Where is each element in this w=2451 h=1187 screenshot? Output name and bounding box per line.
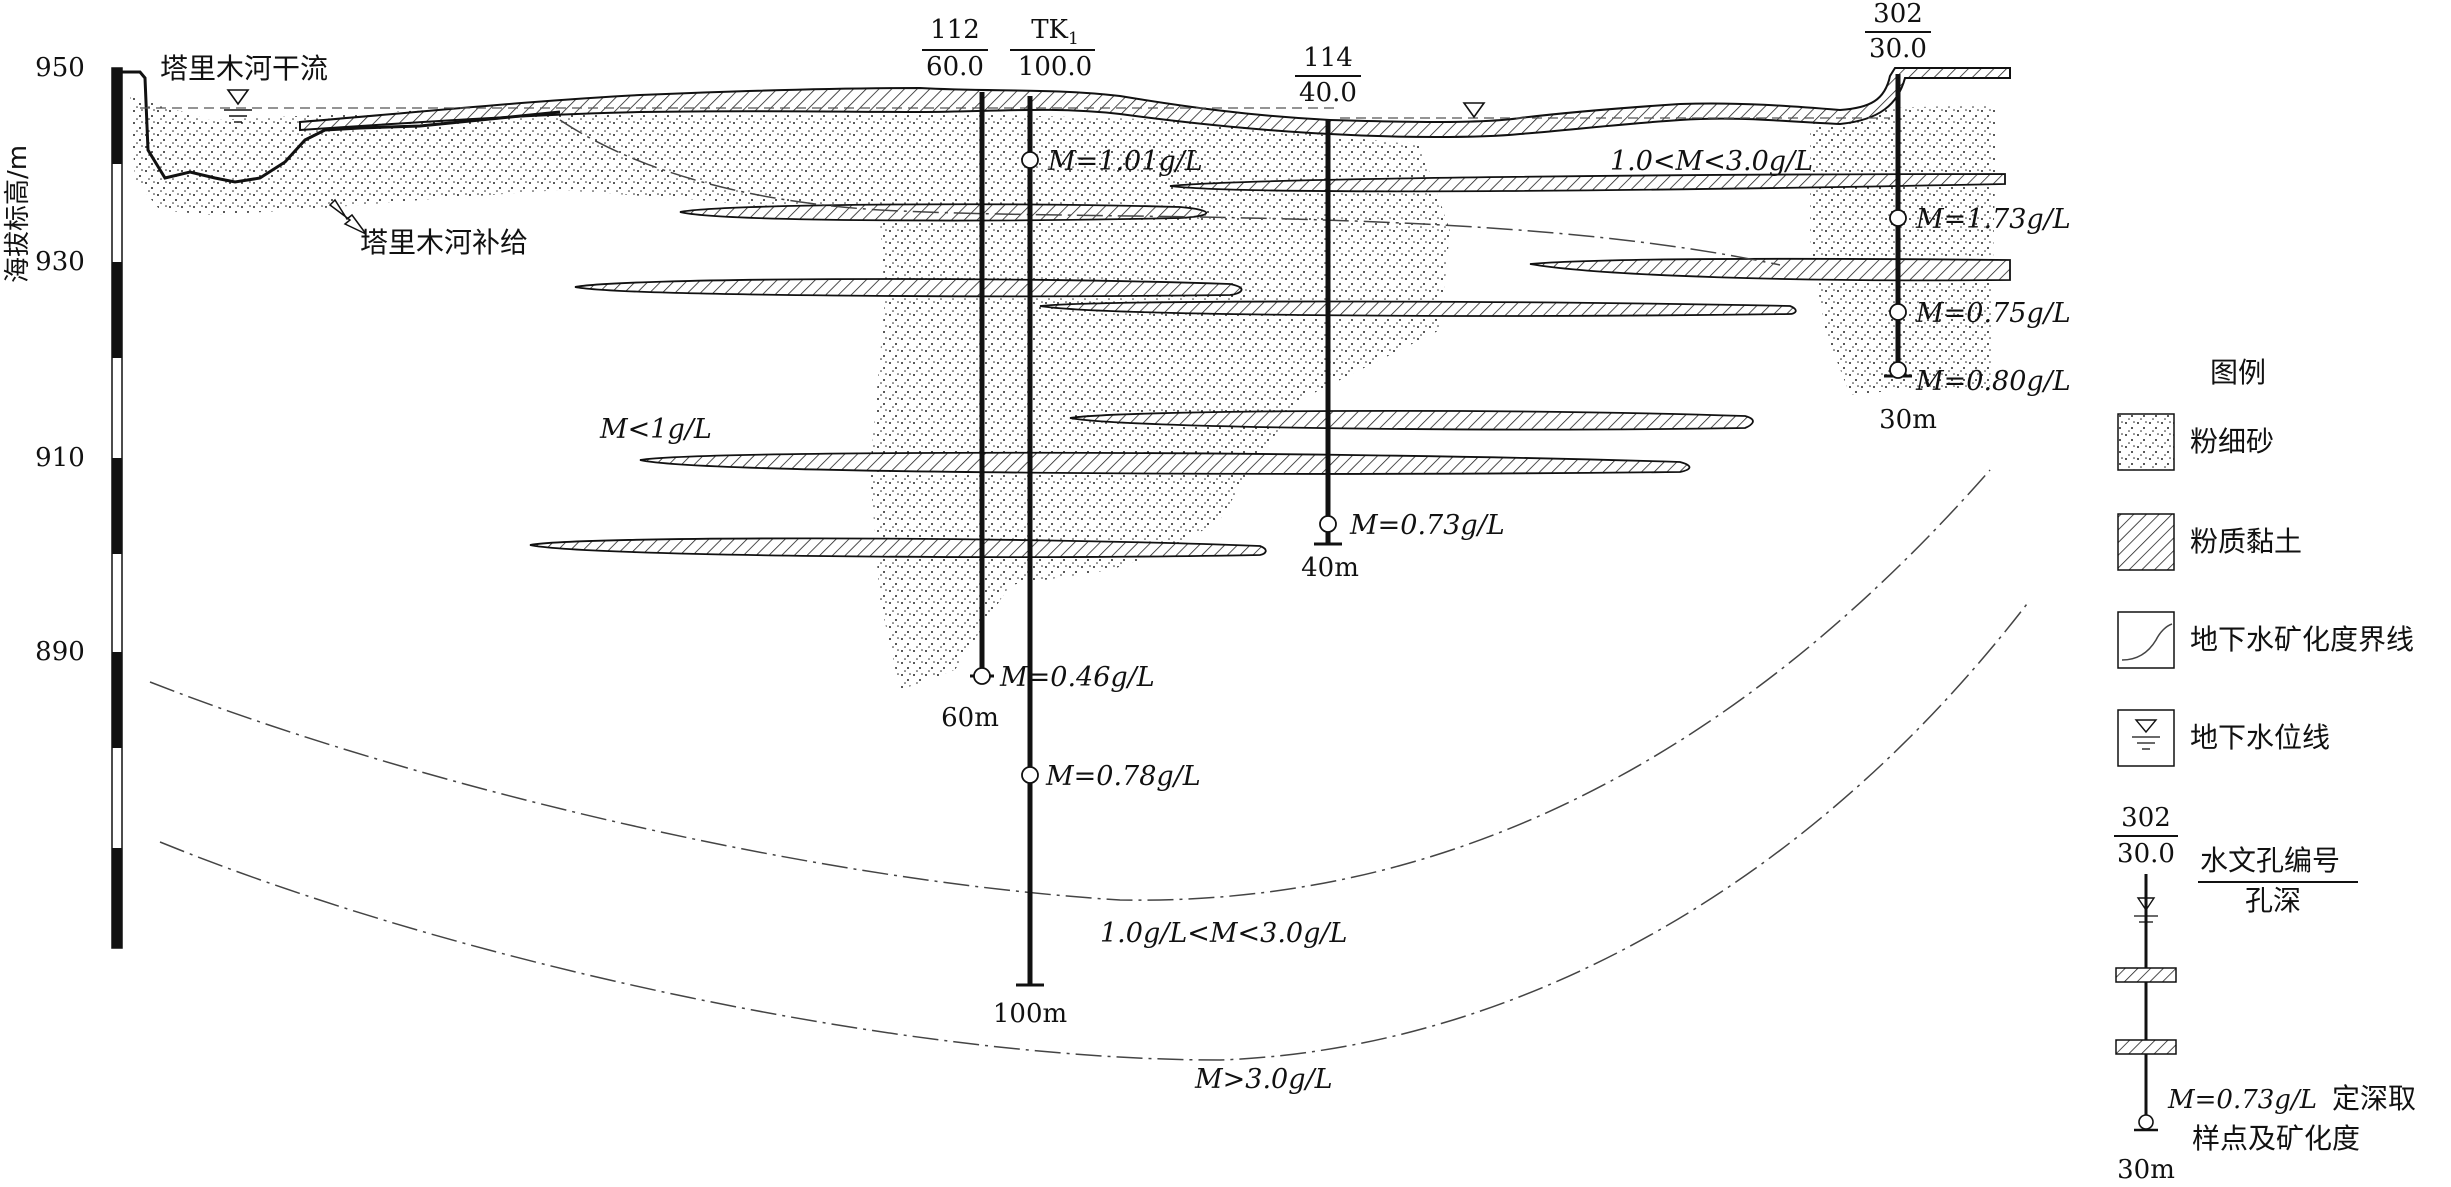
borehole-112-id: 112: [930, 15, 980, 45]
legend-well-bottom: 30m: [2117, 1155, 2175, 1185]
legend-title: 图例: [2210, 356, 2266, 389]
water-table-marker-center: [1462, 102, 1486, 119]
sample-marker: [1319, 515, 1337, 533]
zone-label-m-lt-1: M<1g/L: [599, 414, 712, 445]
recharge-arrow-icon: [328, 198, 367, 235]
borehole-112: 112 60.0 60m: [922, 15, 999, 733]
legend: 图例 粉细砂 粉质黏土 地下水矿化度界线 地下水位线 302 30.0 30m …: [2114, 356, 2416, 1185]
borehole-114: 114 40.0 40m: [1295, 43, 1361, 583]
legend-sample-value: M=0.73g/L: [2167, 1085, 2317, 1115]
legend-sample-caption-1: 定深取: [2332, 1082, 2416, 1115]
borehole-302: 302 30.0 30m: [1865, 0, 1937, 435]
sample-label: M=0.80g/L: [1915, 366, 2071, 397]
axis-tick-950: 950: [35, 53, 85, 83]
legend-label-silty-clay: 粉质黏土: [2190, 525, 2302, 558]
axis-tick-910: 910: [35, 443, 85, 473]
silty-clay-lenses: [529, 173, 2011, 559]
borehole-tk1: TK1 100.0 100m: [993, 15, 1095, 1029]
water-table-swatch: [2117, 709, 2175, 767]
sample-marker: [1021, 766, 1039, 784]
river-channel: [120, 70, 1890, 184]
borehole-112-depth: 60.0: [926, 52, 984, 82]
legend-label-boundary: 地下水矿化度界线: [2190, 623, 2414, 656]
sample-marker: [1889, 361, 1907, 379]
zone-label-deep: 1.0g/L<M<3.0g/L: [1100, 918, 1347, 949]
borehole-114-depth: 40.0: [1299, 78, 1357, 108]
elevation-axis: 950 930 910 890 海拔标高/m: [3, 53, 123, 949]
legend-label-fine-sand: 粉细砂: [2190, 425, 2274, 458]
borehole-tk1-depth: 100.0: [1018, 52, 1092, 82]
axis-tick-890: 890: [35, 637, 85, 667]
zone-label-deepest: M>3.0g/L: [1194, 1064, 1333, 1095]
sample-label: M=0.46g/L: [999, 662, 1155, 693]
borehole-114-bottom: 40m: [1301, 553, 1359, 583]
sample-label: M=1.73g/L: [1915, 204, 2071, 235]
sample-marker: [973, 667, 991, 685]
borehole-tk1-bottom: 100m: [993, 999, 1067, 1029]
sample-label: M=1.01g/L: [1047, 146, 1203, 177]
zone-label-mid-surface: 1.0<M<3.0g/L: [1610, 146, 1813, 177]
legend-sample-caption-2: 样点及矿化度: [2192, 1122, 2360, 1155]
borehole-114-id: 114: [1303, 43, 1353, 73]
sample-label: M=0.75g/L: [1915, 298, 2071, 329]
legend-well-number: 302: [2121, 803, 2171, 833]
zone-labels: 塔里木河干流 塔里木河补给 M<1g/L 1.0<M<3.0g/L 1.0g/L…: [160, 52, 1813, 1095]
borehole-tk1-id: TK1: [1031, 15, 1079, 49]
legend-well-depth: 30.0: [2117, 839, 2175, 869]
water-table-marker-river: [224, 89, 252, 123]
borehole-112-bottom: 60m: [941, 703, 999, 733]
borehole-302-depth: 30.0: [1869, 34, 1927, 64]
surface-clay-layer: [299, 67, 2011, 138]
river-recharge-label: 塔里木河补给: [360, 226, 528, 259]
axis-title: 海拔标高/m: [3, 145, 33, 283]
mineralization-boundary-swatch: [2117, 611, 2175, 669]
sample-label: M=0.78g/L: [1045, 761, 1201, 792]
mineralization-boundaries: [149, 119, 2031, 1061]
sample-labels: M=1.01g/L M=0.46g/L M=0.78g/L M=0.73g/L …: [999, 146, 2071, 792]
fine-sand-swatch: [2117, 413, 2175, 471]
borehole-302-bottom: 30m: [1879, 405, 1937, 435]
river-main-label: 塔里木河干流: [160, 52, 328, 85]
legend-label-water-table: 地下水位线: [2190, 721, 2330, 754]
legend-well-caption-2: 孔深: [2245, 884, 2301, 917]
silty-clay-swatch: [2117, 513, 2175, 571]
sample-points: [973, 151, 1907, 784]
sample-marker: [1889, 209, 1907, 227]
axis-tick-930: 930: [35, 247, 85, 277]
borehole-302-id: 302: [1873, 0, 1923, 29]
sample-label: M=0.73g/L: [1349, 510, 1505, 541]
sample-marker: [1889, 303, 1907, 321]
sample-marker: [1021, 151, 1039, 169]
legend-well-caption-1: 水文孔编号: [2200, 844, 2340, 877]
